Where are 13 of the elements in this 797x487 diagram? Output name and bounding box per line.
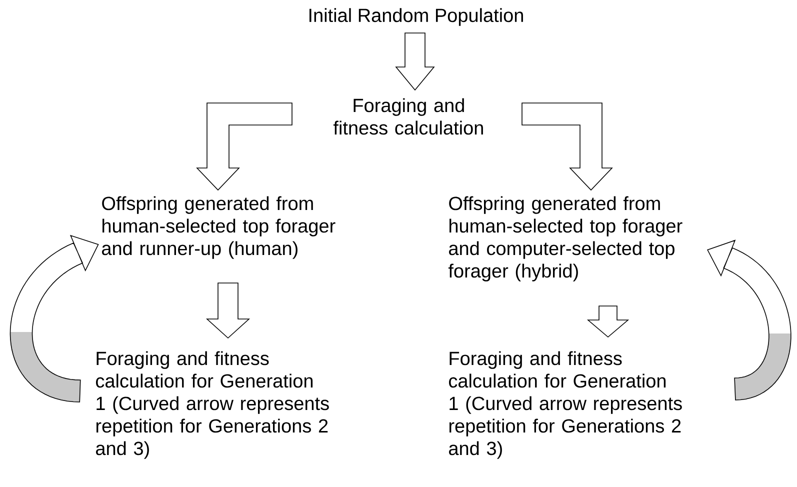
- text-label: Initial Random Population: [310, 8, 523, 26]
- block-arrow: [206, 282, 250, 339]
- block-arrow: [395, 32, 435, 91]
- text-label: Foraging and fitness calculation for Generation 1 (Curved arrow represents repetition for Generations 2 and 3): [449, 351, 682, 459]
- block-arrow: [196, 102, 292, 191]
- text-label: Foraging and fitness calculation: [333, 98, 483, 135]
- block-arrow: [522, 102, 613, 191]
- text-label: Offspring generated from human-selected top forager and computer-selected top forager (hybrid): [448, 196, 682, 282]
- block-arrow: [586, 306, 630, 338]
- curved-arrow: [10, 234, 99, 402]
- curved-arrow: [707, 240, 792, 400]
- text-label: Foraging and fitness calculation for Generation 1 (Curved arrow represents repetition for Generations 2 and 3): [96, 351, 329, 459]
- text-label: Offspring generated from human-selected top forager and runner-up (human): [102, 196, 336, 259]
